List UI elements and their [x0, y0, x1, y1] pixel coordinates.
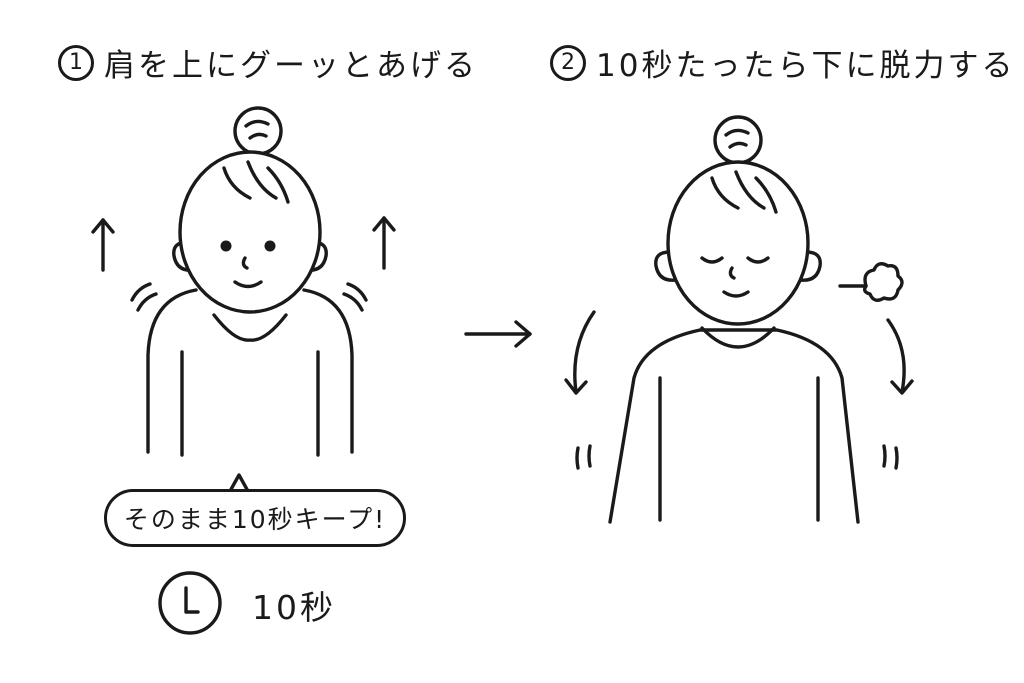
bun-detail — [244, 119, 270, 140]
right-arrow-icon — [464, 320, 532, 348]
breath-puff-icon — [838, 262, 904, 302]
step-1-number: 1 — [58, 44, 94, 81]
speech-bubble: そのまま10秒キープ! — [104, 489, 406, 547]
step-2-text: 10秒たったら下に脱力する — [596, 48, 1016, 84]
collar — [700, 326, 776, 349]
motion-ticks-right — [882, 444, 899, 470]
tension-lines-right — [342, 282, 368, 312]
body-outline — [608, 328, 860, 524]
speech-bubble-text: そのまま10秒キープ! — [123, 505, 387, 534]
down-arrow-icon — [564, 310, 596, 395]
step-2-title: 2 10秒たったら下に脱力する — [550, 40, 1015, 85]
figure-shoulders-raised — [91, 106, 396, 457]
mouth — [722, 290, 750, 298]
body-left — [146, 288, 198, 454]
eye-left — [220, 240, 232, 252]
step-1-title: 1 肩を上にグーッとあげる — [58, 40, 478, 85]
down-arrow-icon — [886, 318, 914, 395]
hair-bun — [713, 115, 763, 165]
hair-strands — [710, 170, 778, 214]
body-right — [302, 288, 354, 454]
collar — [212, 313, 288, 342]
clock-icon — [158, 571, 222, 635]
up-arrow-icon — [372, 216, 396, 270]
step-2-number: 2 — [550, 44, 586, 81]
nose — [241, 256, 249, 270]
hair-strands — [222, 160, 290, 204]
hair-bun — [233, 106, 283, 156]
eye-right — [264, 240, 276, 252]
figure-relaxed — [564, 115, 914, 524]
head — [666, 160, 810, 326]
motion-ticks-left — [575, 444, 592, 470]
eye-right-closed — [746, 256, 770, 264]
tension-lines-left — [130, 282, 158, 312]
timer-label: 10秒 — [252, 588, 336, 627]
step-1-text: 肩を上にグーッとあげる — [104, 48, 478, 84]
bubble-tail — [228, 473, 250, 493]
mouth — [233, 280, 263, 289]
eye-left-closed — [700, 256, 724, 264]
nose — [728, 266, 736, 280]
up-arrow-icon — [91, 218, 115, 272]
bun-detail — [724, 128, 750, 149]
